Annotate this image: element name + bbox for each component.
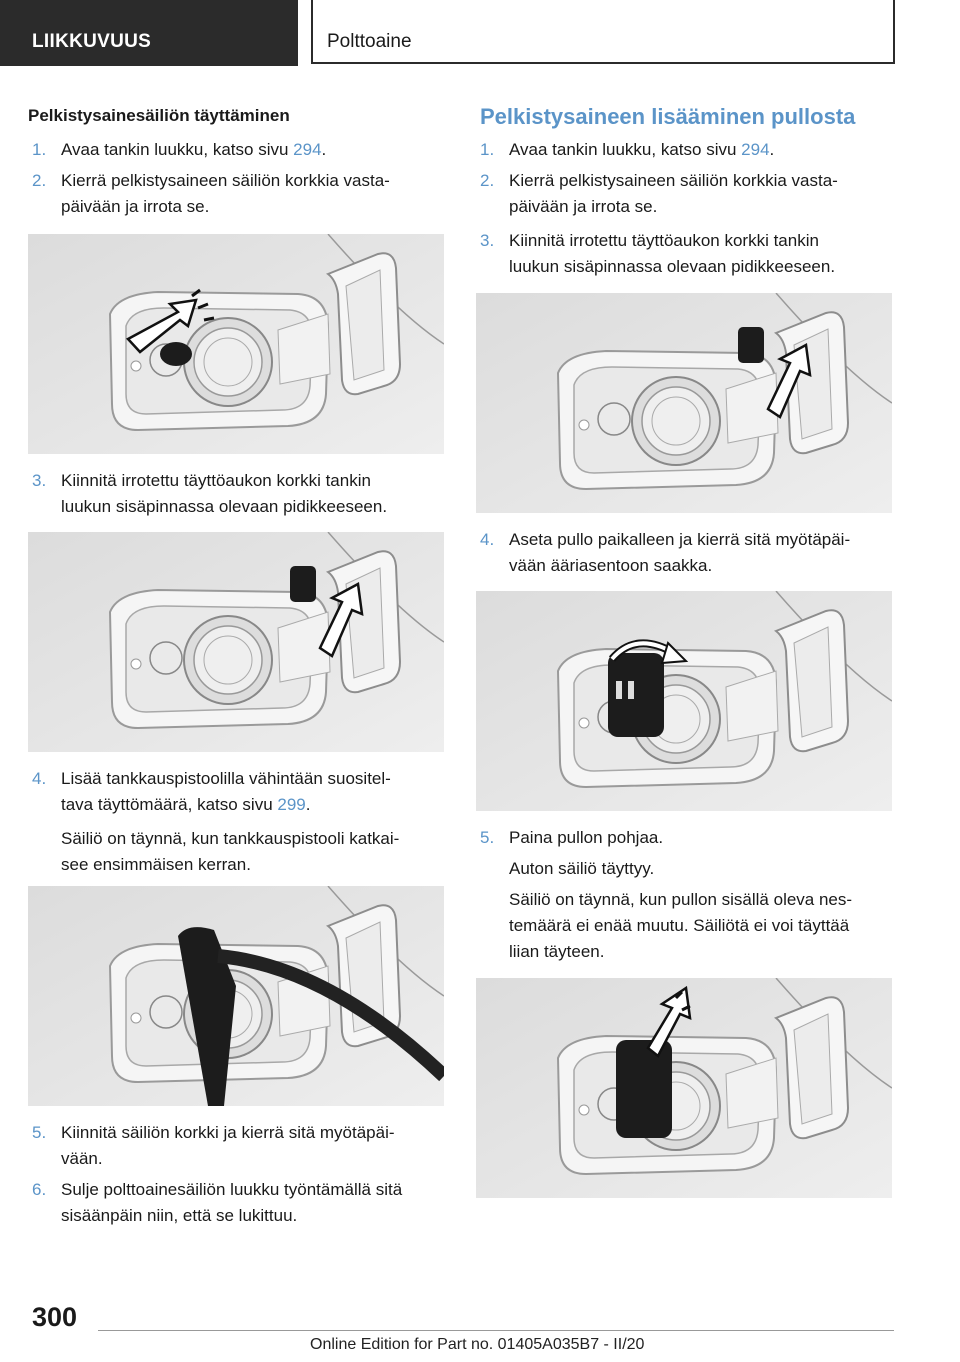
illustration-bottle-press <box>476 978 892 1198</box>
step-number: 1. <box>32 140 47 159</box>
page-header: LIIKKUVUUS Polttoaine <box>0 0 960 66</box>
chapter-tab: LIIKKUVUUS <box>0 0 298 66</box>
step-number: 2. <box>480 171 495 190</box>
page-link[interactable]: 294 <box>741 140 770 159</box>
illustration-attach-cap <box>476 293 892 513</box>
step-number: 4. <box>480 530 495 549</box>
step-text: Kierrä pelkistysaineen säiliön korkkia v… <box>509 171 838 216</box>
step-number: 3. <box>480 231 495 250</box>
step-number: 6. <box>32 1180 47 1199</box>
illustration-nozzle <box>28 886 444 1106</box>
step-text: Lisää tankkauspistoolilla vähintään suos… <box>61 769 391 814</box>
step-number: 5. <box>480 828 495 847</box>
step-text: Sulje polttoainesäiliön luukku työntämäl… <box>61 1180 403 1225</box>
page-link[interactable]: 294 <box>293 140 322 159</box>
step-number: 1. <box>480 140 495 159</box>
illustration-bottle-turn <box>476 591 892 811</box>
step-text: Kierrä pelkistysaineen säiliön korkkia v… <box>61 171 390 216</box>
step-text: Avaa tankin luukku, katso sivu 294. <box>61 140 327 159</box>
step-number: 5. <box>32 1123 47 1142</box>
step-text: Avaa tankin luukku, katso sivu 294. <box>509 140 775 159</box>
step-note: Säiliö on täynnä, kun tankkauspistooli k… <box>61 829 400 874</box>
step-text: Kiinnitä irrotettu täyttöaukon korkki ta… <box>61 471 388 516</box>
step-number: 2. <box>32 171 47 190</box>
section-title: Pelkistysaineen lisääminen pullosta <box>480 104 856 129</box>
step-text: Kiinnitä säiliön korkki ja kierrä sitä m… <box>61 1123 395 1168</box>
step-text: Aseta pullo paikalleen ja kierrä sitä my… <box>509 530 851 575</box>
step-number: 3. <box>32 471 47 490</box>
footer-divider <box>98 1330 894 1331</box>
step-text: Paina pullon pohjaa. <box>509 828 664 847</box>
illustration-attach-cap <box>28 532 444 752</box>
page-link[interactable]: 299 <box>277 795 306 814</box>
page-number: 300 <box>32 1302 78 1332</box>
section-subheading: Pelkistysainesäiliön täyttäminen <box>28 106 290 125</box>
step-result: Auton säiliö täyttyy. <box>509 859 655 878</box>
step-note: Säiliö on täynnä, kun pullon sisällä ole… <box>509 890 853 961</box>
step-text: Kiinnitä irrotettu täyttöaukon korkki ta… <box>509 231 836 276</box>
illustration-remove-cap <box>28 234 444 454</box>
step-number: 4. <box>32 769 47 788</box>
footer-edition: Online Edition for Part no. 01405A035B7 … <box>310 1336 645 1353</box>
topic-tab: Polttoaine <box>311 0 895 64</box>
